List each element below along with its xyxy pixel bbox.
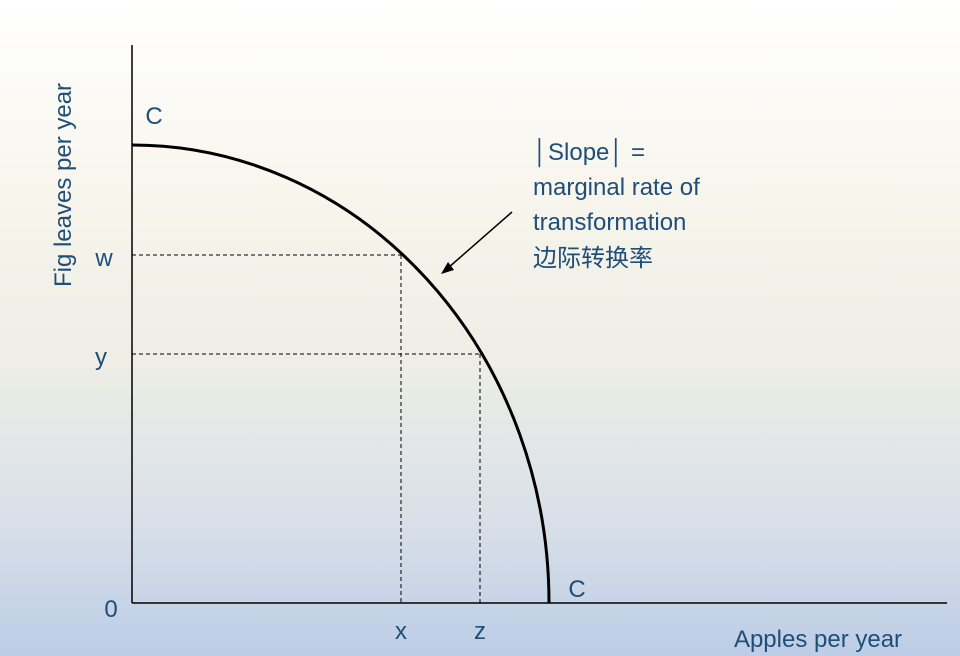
annotation-line-2: marginal rate of [533, 174, 700, 201]
y-tick-w: w [94, 245, 113, 272]
y-axis-label: Fig leaves per year [50, 83, 77, 287]
y-tick-y: y [95, 344, 107, 371]
annotation-arrow-head [441, 262, 454, 274]
x-tick-x: x [395, 618, 407, 645]
annotation-line-1: │Slope│ = [533, 138, 645, 168]
curve-label-bottom: C [568, 576, 585, 603]
origin-label: 0 [104, 596, 117, 623]
x-tick-z: z [474, 618, 486, 645]
annotation-line-3: transformation [533, 209, 686, 236]
annotation-arrow-shaft [447, 211, 513, 269]
x-axis-label: Apples per year [734, 626, 902, 653]
curve-label-top: C [145, 103, 162, 130]
annotation-line-4: 边际转换率 [533, 244, 653, 272]
production-possibilities-curve [131, 143, 551, 604]
